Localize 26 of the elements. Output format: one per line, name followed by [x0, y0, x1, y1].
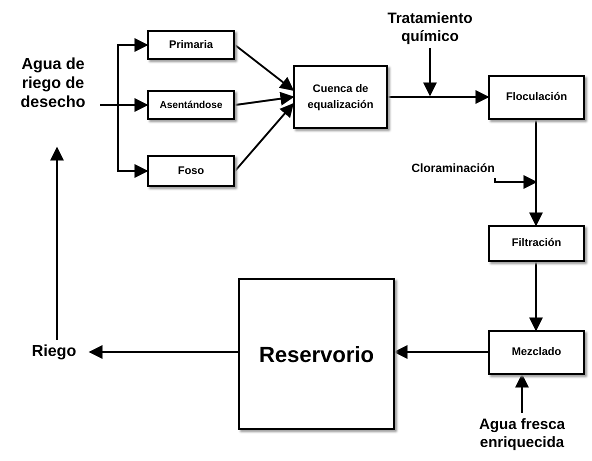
process-box: Mezclado	[488, 330, 585, 375]
arrow	[423, 48, 437, 96]
process-box: Reservorio	[238, 278, 395, 430]
node-label: Riego	[32, 342, 76, 362]
arrow	[494, 175, 538, 189]
arrow	[100, 104, 148, 178]
node-label: Agua fresca enriquecida	[478, 416, 566, 452]
node-label: Cloraminación	[411, 160, 495, 176]
arrow	[529, 262, 543, 332]
arrow	[388, 90, 490, 104]
arrow	[50, 146, 64, 340]
arrow	[394, 345, 488, 359]
arrow	[234, 102, 294, 172]
arrow	[234, 92, 294, 106]
process-box: Foso	[147, 155, 235, 187]
process-box: Filtración	[488, 225, 585, 262]
process-box: Floculación	[488, 75, 585, 120]
process-box: Primaria	[147, 30, 235, 60]
process-box: Asentándose	[147, 90, 235, 120]
node-label: Tratamiento químico	[386, 10, 474, 46]
arrow	[529, 120, 543, 226]
node-label: Agua de riego de desecho	[20, 55, 86, 113]
arrow	[88, 345, 238, 359]
arrow	[234, 44, 294, 91]
process-box: Cuenca de equalización	[293, 65, 388, 129]
arrow	[515, 374, 529, 413]
